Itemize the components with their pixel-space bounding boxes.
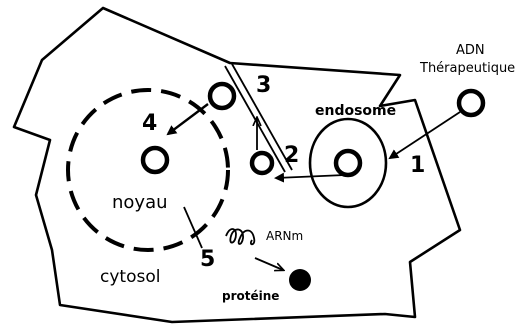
protein-particle [289,269,311,291]
endosome-membrane [310,119,386,207]
cell-membrane [14,8,460,322]
dna-released [252,153,272,173]
dna-external [459,91,483,115]
transcription-line [184,207,202,248]
proteine-label: protéine [222,289,279,303]
step-3-label: 3 [256,73,271,98]
step-5-label: 5 [200,247,215,272]
noyau-label: noyau [112,192,168,213]
cytosol-label: cytosol [100,267,160,287]
step-4-label: 4 [142,111,157,136]
arrow-mrna-to-protein [255,258,283,270]
dna-at-pore [210,84,234,108]
dna-in-nucleus [143,148,167,172]
adn-label: ADN [456,43,485,58]
arnm-label: ARNm [266,229,303,243]
dna-in-endosome [336,151,360,175]
mrna-strand [226,229,254,244]
arrow-step-1 [390,112,460,158]
step-1-label: 1 [410,153,425,178]
step-2-label: 2 [284,143,299,168]
arrow-step-4 [168,104,208,134]
therapeutique-label: Thérapeutique [419,61,515,76]
endosome-label: endosome [315,103,396,119]
